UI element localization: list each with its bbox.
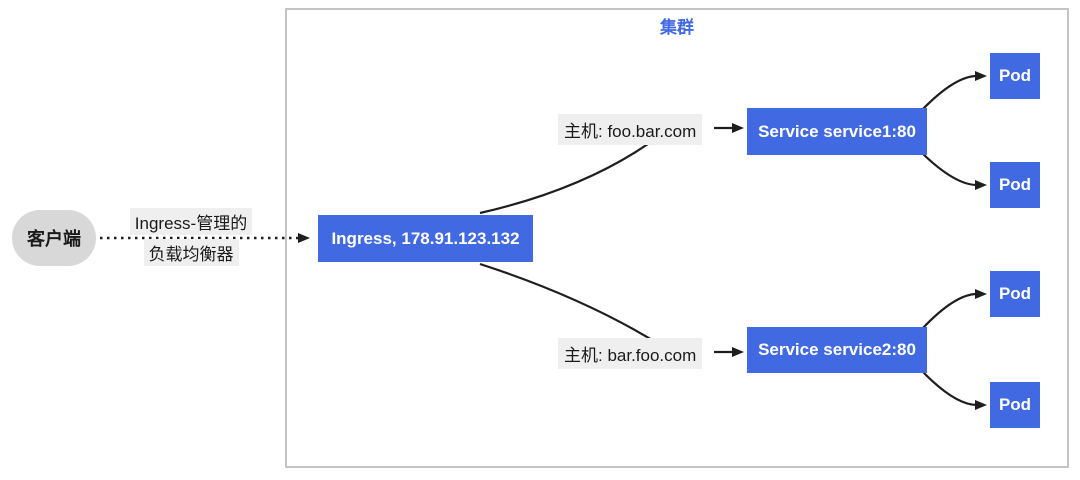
host-label-foo-bar-com: 主机: foo.bar.com (558, 114, 703, 145)
client-node: 客户端 (12, 210, 96, 266)
pod-node-2: Pod (990, 162, 1040, 208)
pod-node-3: Pod (990, 271, 1040, 317)
host-label-bar-foo-com: 主机: bar.foo.com (558, 338, 703, 369)
cluster-title: 集群 (660, 18, 694, 37)
pod-node-4: Pod (990, 382, 1040, 428)
service2-node: Service service2:80 (747, 327, 927, 373)
client-edge-label-line2: 负载均衡器 (143, 239, 239, 266)
service1-node: Service service1:80 (747, 108, 927, 155)
client-edge-label: Ingress-管理的 负载均衡器 (118, 208, 264, 266)
pod-node-1: Pod (990, 53, 1040, 99)
client-edge-label-line1: Ingress-管理的 (129, 208, 253, 235)
ingress-node: Ingress, 178.91.123.132 (318, 215, 533, 262)
